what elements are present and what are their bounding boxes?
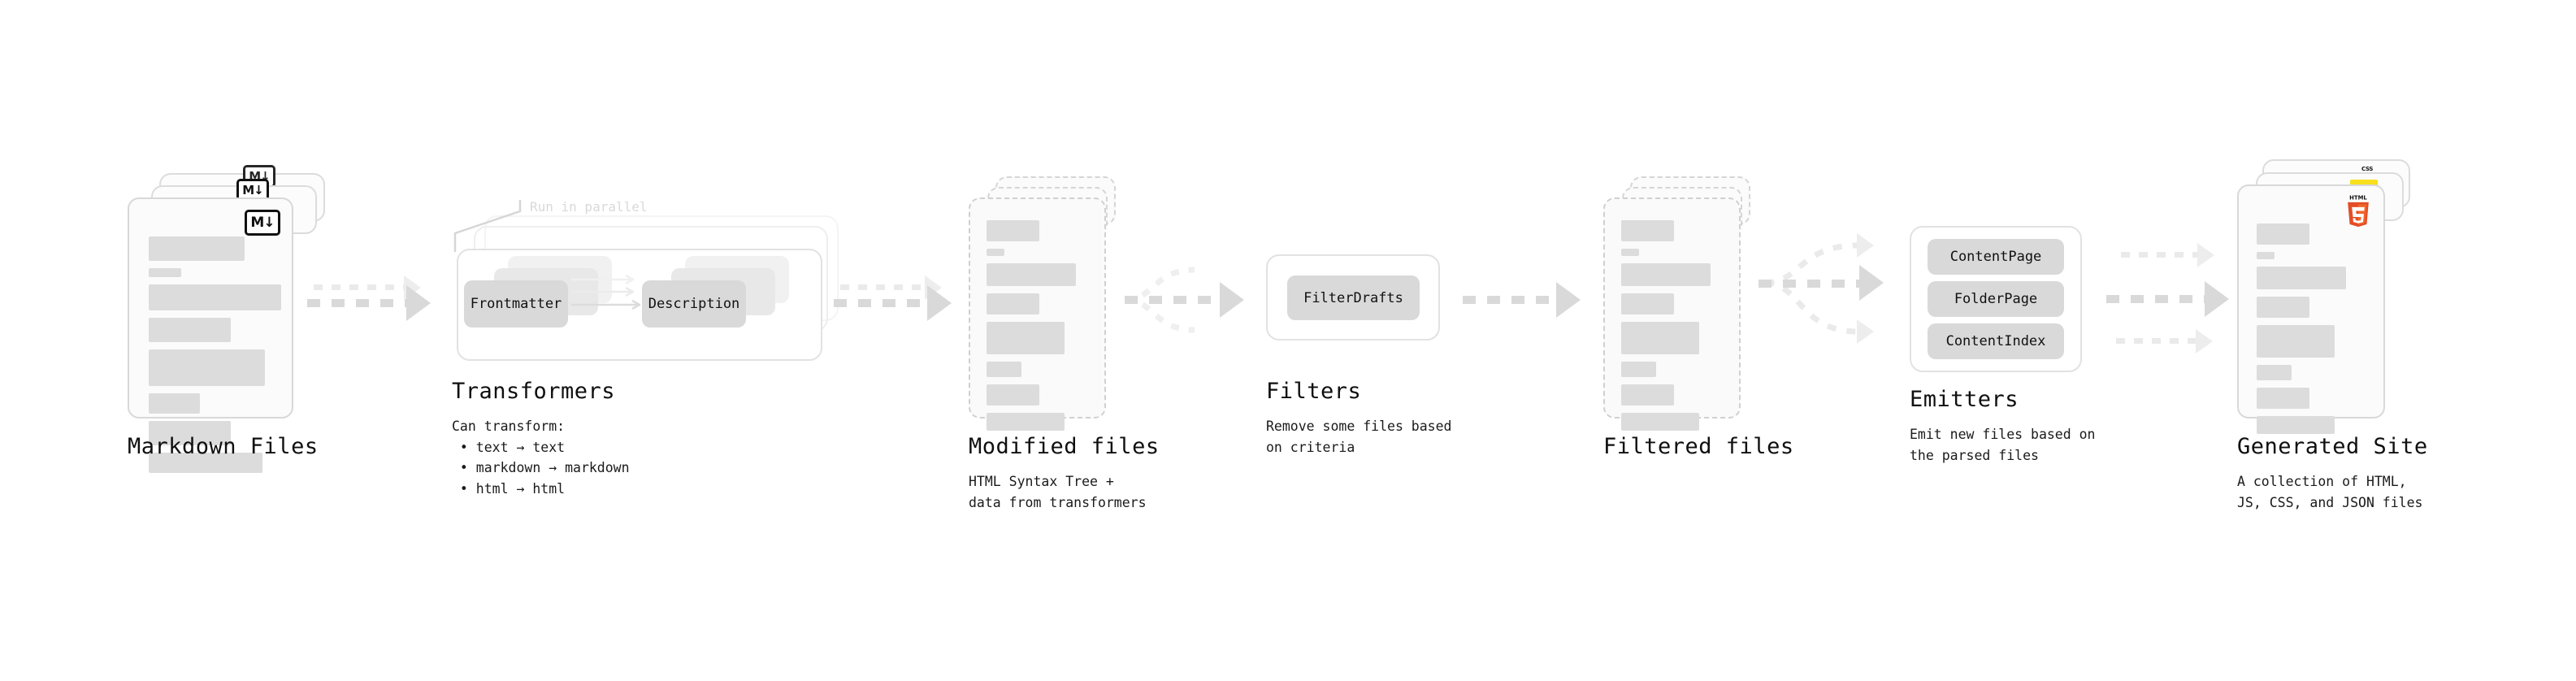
site-card-rows: [2257, 223, 2367, 441]
stage-title-emitters: Emitters: [1910, 387, 2019, 412]
placeholder-row: [987, 263, 1076, 286]
transformer-inner-arrows: [571, 274, 641, 310]
stage-title-modified-files: Modified files: [969, 434, 1160, 459]
placeholder-row: [149, 393, 200, 414]
placeholder-row: [1621, 413, 1699, 431]
markdown-card-rows: [149, 236, 281, 480]
placeholder-row: [2257, 297, 2309, 318]
svg-text:HTML: HTML: [2349, 194, 2367, 201]
emitter-chip-folderpage[interactable]: FolderPage: [1928, 281, 2064, 317]
brace-up-icon: [453, 199, 522, 253]
stage-title-filters: Filters: [1266, 379, 1362, 404]
filter-chip-filterdrafts[interactable]: FilterDrafts: [1287, 275, 1420, 320]
css-icon-label: CSS: [2361, 166, 2374, 172]
placeholder-row: [2257, 223, 2309, 245]
filtered-card-front: [1603, 197, 1741, 431]
dotted-line-faint: [840, 284, 928, 290]
arrowhead-icon: [2205, 281, 2229, 317]
arrowhead-icon: [1556, 282, 1581, 318]
arrowhead-icon: [927, 285, 952, 321]
arrowhead-icon: [406, 285, 431, 321]
stage-subtitle-filters: Remove some files based on criteria: [1266, 419, 1452, 455]
dotted-line: [1125, 296, 1222, 304]
run-in-parallel-note: Run in parallel: [530, 199, 648, 215]
site-card-front: HTML: [2237, 184, 2385, 434]
arrowhead-faint-icon: [2197, 243, 2214, 267]
modified-card-front: [969, 197, 1106, 431]
dotted-line: [834, 299, 930, 307]
placeholder-row: [1621, 384, 1674, 406]
stage-title-markdown-files: Markdown Files: [128, 434, 319, 459]
placeholder-row: [2257, 267, 2346, 289]
dotted-line: [1759, 280, 1863, 288]
placeholder-row: [2257, 252, 2275, 259]
placeholder-row: [987, 293, 1039, 314]
placeholder-row: [1621, 263, 1711, 286]
placeholder-row: [2257, 388, 2309, 409]
placeholder-row: [1621, 322, 1699, 354]
placeholder-row: [1621, 249, 1639, 256]
placeholder-row: [149, 349, 265, 386]
dotted-line: [307, 299, 409, 307]
stage-title-generated-site: Generated Site: [2237, 434, 2428, 459]
stage-subtitle-modified-files: HTML Syntax Tree + data from transformer…: [969, 474, 1147, 510]
placeholder-row: [149, 268, 181, 277]
arrowhead-icon: [1220, 282, 1244, 318]
modified-card-rows: [987, 220, 1088, 438]
placeholder-row: [987, 322, 1065, 354]
arrowhead-faint-icon: [1857, 233, 1874, 258]
placeholder-row: [2257, 416, 2335, 434]
dotted-line-faint: [2121, 252, 2201, 258]
placeholder-row: [149, 284, 281, 310]
markdown-icon: M↓: [245, 210, 280, 236]
dotted-line-faint: [2116, 338, 2199, 344]
filtered-card-rows: [1621, 220, 1723, 438]
placeholder-row: [1621, 293, 1674, 314]
stage-subtitle-transformers: Can transform: • text → text • markdown …: [452, 419, 630, 497]
arrowhead-icon: [1859, 265, 1884, 301]
placeholder-row: [149, 453, 262, 473]
emitter-chip-contentpage[interactable]: ContentPage: [1928, 239, 2064, 275]
stage-title-transformers: Transformers: [452, 379, 616, 404]
arrowhead-faint-icon: [1857, 319, 1874, 344]
placeholder-row: [149, 421, 231, 445]
placeholder-row: [987, 413, 1065, 431]
stage-title-filtered-files: Filtered files: [1603, 434, 1794, 459]
emitter-chip-contentindex[interactable]: ContentIndex: [1928, 323, 2064, 359]
stage-subtitle-generated-site: A collection of HTML, JS, CSS, and JSON …: [2237, 474, 2423, 510]
placeholder-row: [2257, 365, 2292, 380]
placeholder-row: [149, 236, 245, 261]
placeholder-row: [987, 220, 1039, 241]
placeholder-row: [987, 249, 1004, 256]
transformer-chip-frontmatter[interactable]: Frontmatter: [464, 280, 568, 327]
placeholder-row: [149, 318, 231, 342]
placeholder-row: [987, 384, 1039, 406]
dotted-line-faint: [314, 284, 407, 290]
transformer-chip-description[interactable]: Description: [642, 280, 746, 327]
dotted-line: [2106, 295, 2207, 303]
placeholder-row: [1621, 220, 1674, 241]
placeholder-row: [1621, 362, 1656, 377]
dotted-line: [1463, 296, 1559, 304]
placeholder-row: [2257, 325, 2335, 358]
placeholder-row: [987, 362, 1021, 377]
markdown-card-front: M↓: [128, 197, 293, 473]
dotted-fan-curves: [1764, 242, 1858, 335]
stage-subtitle-emitters: Emit new files based on the parsed files: [1910, 427, 2096, 463]
arrowhead-faint-icon: [2196, 329, 2213, 354]
html5-icon: HTML: [2348, 194, 2369, 228]
